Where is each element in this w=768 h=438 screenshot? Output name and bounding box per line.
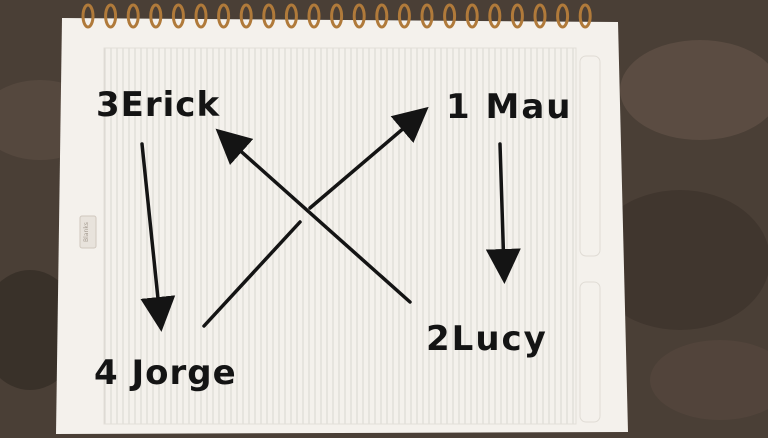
spiral-ring bbox=[578, 3, 592, 29]
spiral-binding bbox=[81, 3, 592, 29]
side-tab-label: Blanks bbox=[83, 222, 90, 242]
name-lucy: 2Lucy bbox=[426, 319, 548, 359]
name-erick: 3Erick bbox=[96, 85, 220, 125]
notebook-page bbox=[56, 18, 628, 434]
spiral-ring bbox=[217, 3, 231, 29]
spiral-ring bbox=[171, 3, 185, 29]
name-mau: 1 Mau bbox=[446, 87, 572, 127]
spiral-ring bbox=[284, 3, 298, 29]
spiral-ring bbox=[465, 3, 479, 29]
arrow-lucy-to-erick bbox=[215, 128, 412, 304]
spiral-ring bbox=[307, 3, 321, 29]
spiral-ring bbox=[488, 3, 502, 29]
spiral-ring bbox=[397, 3, 411, 29]
arrow-jorge-to-mau-upper bbox=[308, 106, 429, 210]
spiral-ring bbox=[262, 3, 276, 29]
spiral-ring bbox=[104, 3, 118, 29]
arrow-mau-to-lucy bbox=[485, 142, 521, 284]
spiral-ring bbox=[510, 3, 524, 29]
spiral-ring bbox=[149, 3, 163, 29]
spiral-ring bbox=[375, 3, 389, 29]
arrow-jorge-to-mau-lower bbox=[202, 220, 302, 328]
arrow-erick-to-jorge bbox=[140, 142, 176, 332]
spiral-ring bbox=[556, 3, 570, 29]
name-jorge: 4 Jorge bbox=[94, 353, 237, 393]
spiral-ring bbox=[239, 3, 253, 29]
spiral-ring bbox=[420, 3, 434, 29]
spiral-ring bbox=[194, 3, 208, 29]
spiral-ring bbox=[533, 3, 547, 29]
spiral-ring bbox=[126, 3, 140, 29]
spiral-ring bbox=[81, 3, 95, 29]
spiral-ring bbox=[352, 3, 366, 29]
spiral-ring bbox=[443, 3, 457, 29]
spiral-ring bbox=[330, 3, 344, 29]
